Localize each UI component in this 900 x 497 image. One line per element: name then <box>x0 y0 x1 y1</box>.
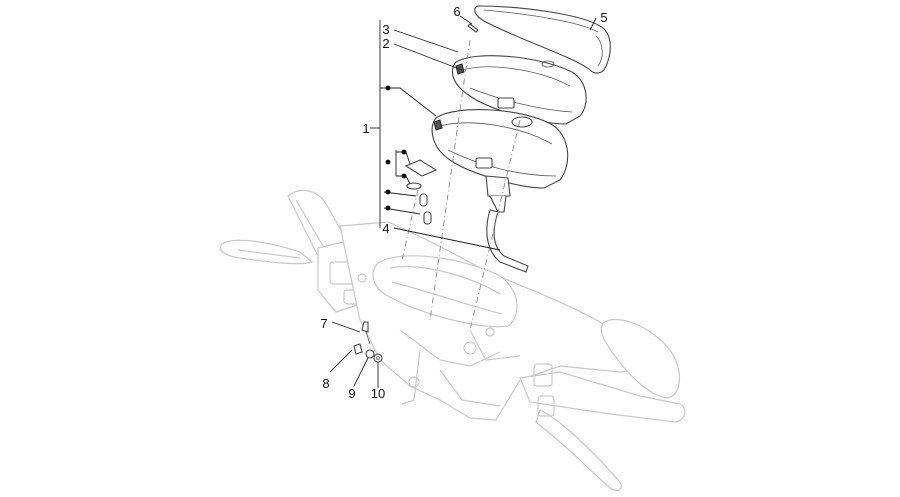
handlebar-assembly <box>219 189 686 492</box>
small-components <box>404 159 438 225</box>
instrument-cover-lens <box>474 5 611 74</box>
callout-8: 8 <box>322 376 329 391</box>
wiring-harness <box>486 209 529 273</box>
instrument-lower-housing <box>431 109 569 213</box>
callout-6: 6 <box>453 4 460 19</box>
instrument-upper-housing <box>452 55 587 125</box>
callout-9: 9 <box>348 386 355 401</box>
callout-2: 2 <box>382 36 389 51</box>
callout-1: 1 <box>362 121 369 136</box>
callout-labels: 1 2 3 4 5 6 7 8 9 10 <box>320 4 607 401</box>
reference-dots <box>385 85 407 211</box>
callout-5: 5 <box>600 10 607 25</box>
assembly-axes <box>401 39 521 331</box>
leader-lines <box>329 15 597 388</box>
small-screw <box>467 23 479 33</box>
fasteners <box>353 321 383 363</box>
callout-4: 4 <box>382 221 389 236</box>
callout-7: 7 <box>320 316 327 331</box>
callout-3: 3 <box>382 22 389 37</box>
callout-10: 10 <box>371 386 385 401</box>
